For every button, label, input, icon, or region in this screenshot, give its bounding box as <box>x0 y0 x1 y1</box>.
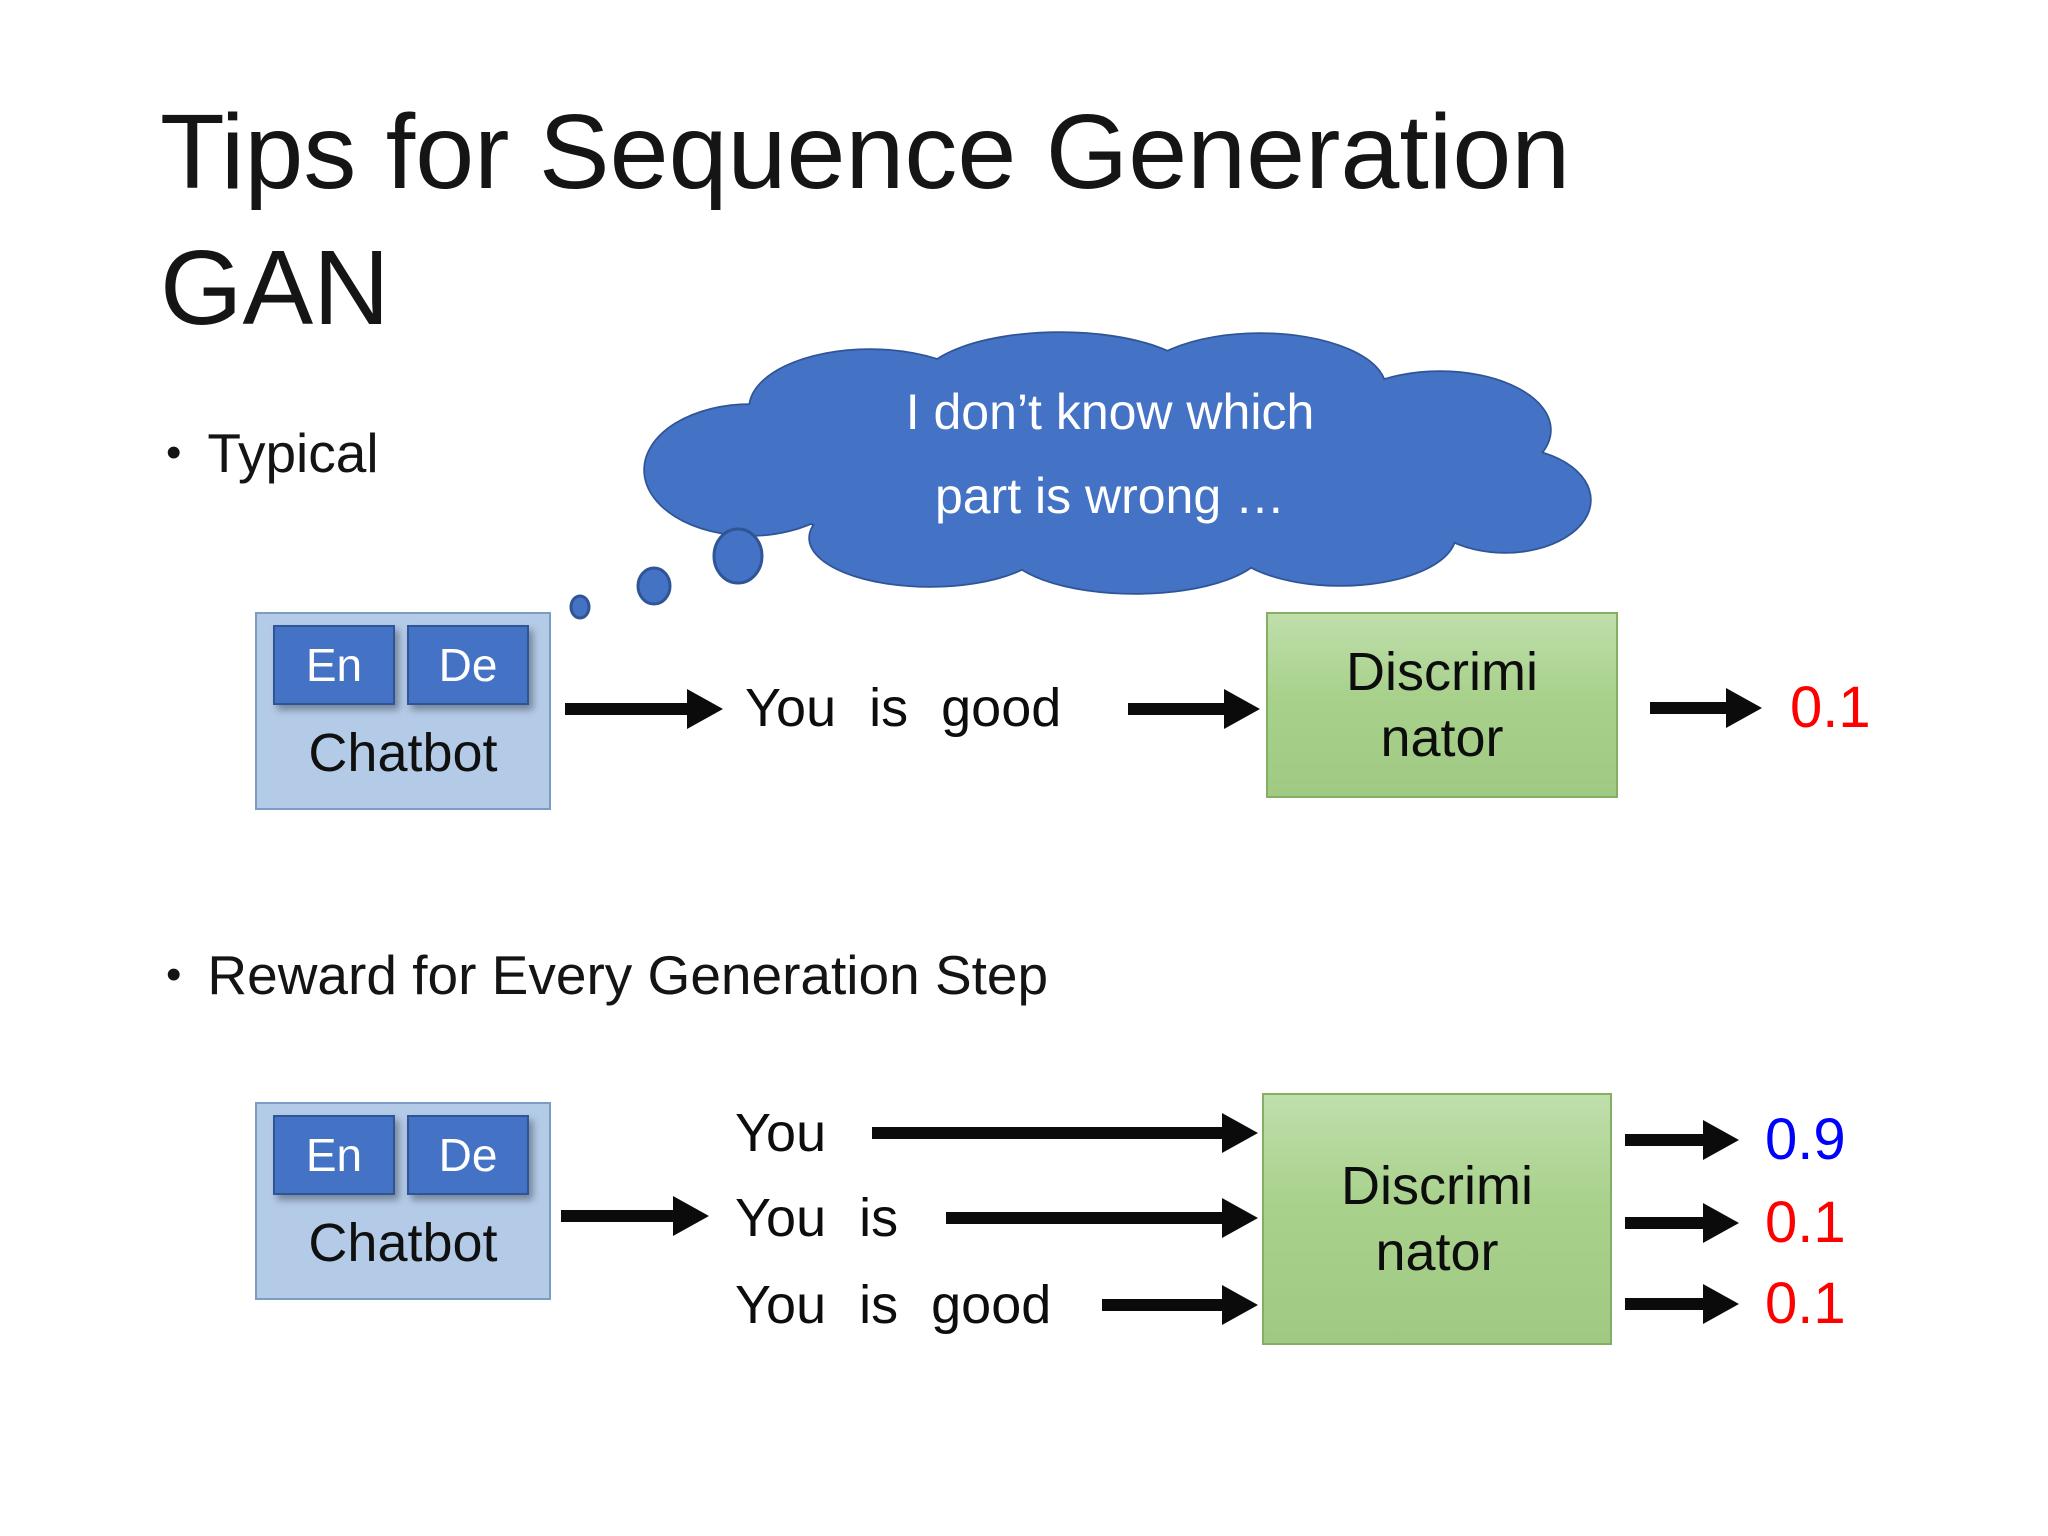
step-sentence-1: You <box>735 1103 827 1163</box>
arrow-shaft <box>1128 703 1224 715</box>
chatbot-box: En De Chatbot <box>255 612 551 810</box>
arrow-shaft <box>1625 1298 1703 1310</box>
arrow-shaft <box>561 1210 673 1222</box>
encoder-decoder-row: En De <box>273 625 529 705</box>
arrow-shaft <box>1650 702 1726 714</box>
arrow-step-3-to-discriminator <box>1102 1285 1258 1325</box>
encoder-decoder-row: En De <box>273 1115 529 1195</box>
arrow-discriminator-to-score-2 <box>1625 1203 1739 1243</box>
arrow-head <box>1726 688 1762 728</box>
arrow-head <box>1222 1113 1258 1153</box>
arrow-head <box>1222 1285 1258 1325</box>
arrow-shaft <box>872 1127 1222 1139</box>
page-title-line-1: Tips for Sequence Generation <box>160 93 1571 211</box>
thought-cloud-shape <box>569 331 1592 620</box>
arrow-shaft <box>1102 1299 1222 1311</box>
chatbot-box: En De Chatbot <box>255 1102 551 1300</box>
arrow-head <box>1222 1198 1258 1238</box>
score-value-step-1: 0.9 <box>1765 1107 1846 1172</box>
bullet-reward-label: Reward for Every Generation Step <box>207 944 1049 1006</box>
arrow-head <box>1703 1120 1739 1160</box>
arrow-shaft <box>565 703 687 715</box>
discriminator-label-line-2: nator <box>1375 1222 1499 1282</box>
discriminator-box: Discrimi nator <box>1262 1093 1612 1345</box>
encoder-box: En <box>273 1115 395 1195</box>
arrow-discriminator-to-score-3 <box>1625 1284 1739 1324</box>
arrow-head <box>687 689 723 729</box>
generated-sentence: You is good <box>745 678 1062 738</box>
decoder-box: De <box>407 625 529 705</box>
arrow-step-1-to-discriminator <box>872 1113 1258 1153</box>
thought-cloud-line-2: part is wrong … <box>934 468 1286 524</box>
score-value-typical: 0.1 <box>1790 675 1871 740</box>
discriminator-label-line-1: Discrimi <box>1341 1156 1533 1216</box>
chatbot-label: Chatbot <box>308 723 498 783</box>
bullet-typical: • Typical <box>166 424 379 482</box>
arrow-discriminator-to-score-1 <box>1625 1120 1739 1160</box>
arrow-shaft <box>1625 1217 1703 1229</box>
bullet-typical-label: Typical <box>207 422 379 484</box>
arrow-discriminator-to-score <box>1650 688 1762 728</box>
decoder-box: De <box>407 1115 529 1195</box>
arrow-sentence-to-discriminator <box>1128 689 1260 729</box>
step-sentence-2: You is <box>735 1188 899 1248</box>
score-value-step-3: 0.1 <box>1765 1271 1846 1336</box>
arrow-head <box>1703 1284 1739 1324</box>
discriminator-label-line-2: nator <box>1380 708 1504 768</box>
page-title: Tips for Sequence Generation GAN <box>160 84 1570 356</box>
discriminator-label-line-1: Discrimi <box>1346 642 1538 702</box>
arrow-head <box>673 1196 709 1236</box>
bullet-marker: • <box>166 950 182 999</box>
arrow-head <box>1703 1203 1739 1243</box>
thought-cloud-text: I don’t know which part is wrong … <box>690 370 1530 538</box>
arrow-head <box>1224 689 1260 729</box>
bullet-marker: • <box>166 428 182 477</box>
score-value-step-2: 0.1 <box>1765 1190 1846 1255</box>
discriminator-box: Discrimi nator <box>1266 612 1618 798</box>
page-title-line-2: GAN <box>160 229 390 347</box>
arrow-shaft <box>1625 1134 1703 1146</box>
thought-cloud-line-1: I don’t know which <box>905 384 1315 440</box>
bullet-reward: • Reward for Every Generation Step <box>166 946 1048 1004</box>
thought-bubble-trail <box>569 527 764 620</box>
arrow-shaft <box>946 1212 1222 1224</box>
arrow-chatbot-to-sentence <box>565 689 723 729</box>
arrow-chatbot-to-steps <box>561 1196 709 1236</box>
encoder-box: En <box>273 625 395 705</box>
step-sentence-3: You is good <box>735 1275 1052 1335</box>
arrow-step-2-to-discriminator <box>946 1198 1258 1238</box>
chatbot-label: Chatbot <box>308 1213 498 1273</box>
